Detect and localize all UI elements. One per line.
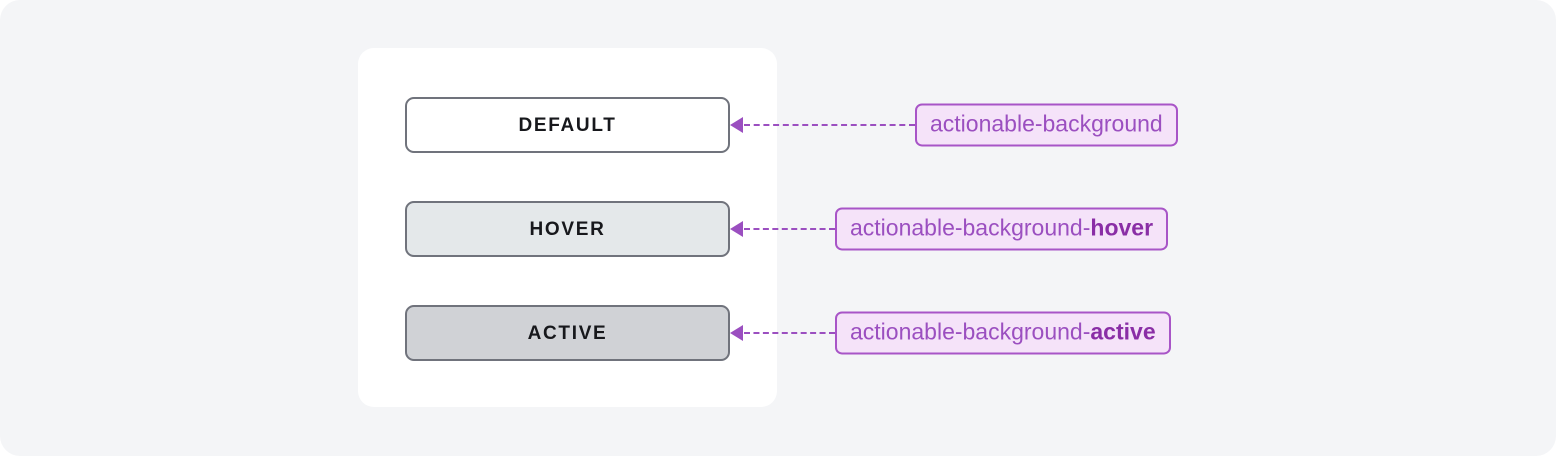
button-hover[interactable]: HOVER xyxy=(405,201,730,257)
button-default-label: DEFAULT xyxy=(518,114,617,136)
token-suffix-text: active xyxy=(1090,318,1156,345)
state-row-default: DEFAULT actionable-background xyxy=(0,97,1556,153)
connector-default xyxy=(730,97,915,153)
dashed-line xyxy=(744,228,835,230)
connector-hover xyxy=(730,201,835,257)
token-base-text: actionable-background xyxy=(930,110,1163,137)
token-chip-hover[interactable]: actionable-background-hover xyxy=(835,207,1169,251)
dashed-line xyxy=(744,124,915,126)
arrow-left-icon xyxy=(730,325,743,341)
token-chip-active[interactable]: actionable-background-active xyxy=(835,311,1171,355)
state-row-active: ACTIVE actionable-background-active xyxy=(0,305,1556,361)
connector-active xyxy=(730,305,835,361)
dashed-line xyxy=(744,332,835,334)
token-suffix-text: hover xyxy=(1090,214,1154,241)
arrow-left-icon xyxy=(730,221,743,237)
token-chip-default[interactable]: actionable-background xyxy=(915,103,1178,147)
button-default[interactable]: DEFAULT xyxy=(405,97,730,153)
token-base-text: actionable-background- xyxy=(850,214,1091,241)
arrow-left-icon xyxy=(730,117,743,133)
button-active[interactable]: ACTIVE xyxy=(405,305,730,361)
token-base-text: actionable-background- xyxy=(850,318,1091,345)
button-hover-label: HOVER xyxy=(529,218,606,240)
button-active-label: ACTIVE xyxy=(527,322,608,344)
state-row-hover: HOVER actionable-background-hover xyxy=(0,201,1556,257)
